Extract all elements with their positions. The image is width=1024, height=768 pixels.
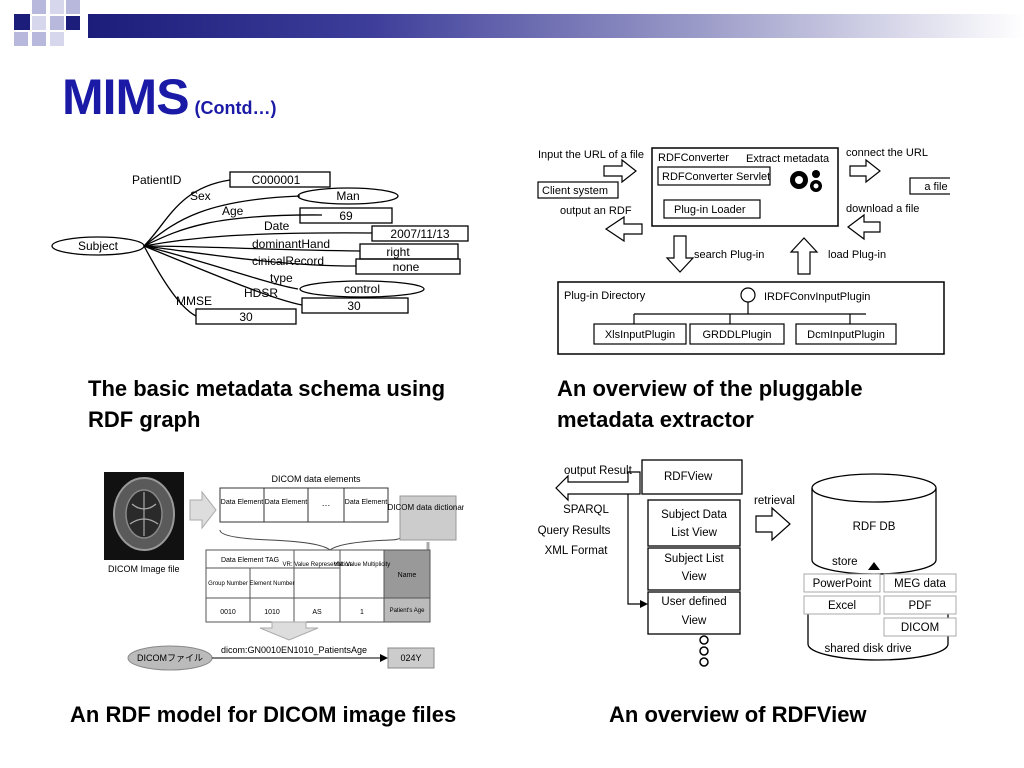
prop-hdsr: HDSR xyxy=(244,286,278,300)
dicom-result: 024Y xyxy=(400,653,421,663)
th-vr: VR: Value Representation xyxy=(283,562,352,568)
decorative-squares xyxy=(0,0,90,60)
plugin-grddl: GRDDLPlugin xyxy=(702,329,771,341)
subject-data-list-2: List View xyxy=(671,527,718,539)
format-meg: MEG data xyxy=(894,578,946,590)
a-file: a file xyxy=(924,181,947,193)
prop-clinicalrecord: cinicalRecord xyxy=(252,254,324,268)
value-dominanthand: right xyxy=(386,245,410,259)
cell-vr: AS xyxy=(312,609,322,616)
title-subtitle: (Contd…) xyxy=(194,98,277,118)
label-load-plugin: load Plug-in xyxy=(828,249,886,261)
subject-list-1: Subject List xyxy=(664,553,724,565)
cell-vm: 1 xyxy=(360,609,364,616)
header-gradient-bar xyxy=(88,14,1024,38)
figure-rdf-schema: Subject PatientID Sex Age Date dominantH… xyxy=(48,162,474,330)
caption-rdfview: An overview of RDFView xyxy=(609,702,867,727)
subject-list-2: View xyxy=(682,571,707,583)
caption-rdf-schema: The basic metadata schema using RDF grap… xyxy=(88,376,446,432)
cell-element: 1010 xyxy=(264,609,280,616)
user-defined-2: View xyxy=(682,615,707,627)
th-name: Name xyxy=(398,572,417,579)
extract-metadata: Extract metadata xyxy=(746,153,830,165)
label-input-url: Input the URL of a file xyxy=(538,149,644,161)
caption-dicom: An RDF model for DICOM image files xyxy=(70,702,457,727)
value-date: 2007/11/13 xyxy=(390,227,449,241)
cell-name: Patient's Age xyxy=(390,608,426,614)
value-patientid: C000001 xyxy=(252,173,301,187)
label-connect: connect the URL xyxy=(846,147,928,159)
figure-dicom: DICOM Image file DICOM data elements Dat… xyxy=(104,470,464,682)
gear-icon xyxy=(790,170,822,192)
format-powerpoint: PowerPoint xyxy=(813,578,873,590)
label-retrieval: retrieval xyxy=(754,495,795,507)
dicom-file-node: DICOMファイル xyxy=(137,653,203,663)
dicom-dictionary: DICOM data dictionary xyxy=(388,503,464,512)
caption-extractor: An overview of the pluggable metadata ex… xyxy=(557,376,863,432)
prop-mmse: MMSE xyxy=(176,294,212,308)
format-excel: Excel xyxy=(828,600,856,612)
data-element-3: Data Element xyxy=(345,499,387,506)
dicom-image-label: DICOM Image file xyxy=(108,564,180,574)
plugin-loader: Plug-in Loader xyxy=(674,204,746,216)
user-defined-1: User defined xyxy=(661,596,726,608)
cell-group: 0010 xyxy=(220,609,236,616)
label-output-result: output Result xyxy=(564,465,633,477)
value-age: 69 xyxy=(339,209,353,223)
shared-disk-drive: shared disk drive xyxy=(825,643,912,655)
value-type: control xyxy=(344,282,380,296)
interface-name: IRDFConvInputPlugin xyxy=(764,291,870,303)
prop-type: type xyxy=(270,271,293,285)
value-mmse: 30 xyxy=(239,310,253,324)
figure-extractor: Input the URL of a file Client system ou… xyxy=(534,144,950,358)
plugin-dcm: DcmInputPlugin xyxy=(807,329,885,341)
th-element-number: Element Number xyxy=(249,581,294,587)
data-element-ellipsis: … xyxy=(322,498,331,508)
rdf-db: RDF DB xyxy=(853,521,896,533)
format-pdf: PDF xyxy=(909,600,932,612)
value-clinicalrecord: none xyxy=(393,260,420,274)
th-group: Group Number xyxy=(208,581,248,587)
th-tag: Data Element TAG xyxy=(221,557,279,564)
plugin-xls: XlsInputPlugin xyxy=(605,329,675,341)
label-output-rdf: output an RDF xyxy=(560,205,632,217)
rdfconverter: RDFConverter xyxy=(658,152,729,164)
label-query-results: Query Results xyxy=(538,525,611,537)
graph-subject: Subject xyxy=(78,239,119,253)
prop-age: Age xyxy=(222,204,244,218)
prop-date: Date xyxy=(264,219,290,233)
data-element-1: Data Element xyxy=(221,499,263,506)
figure-rdfview: output Result SPARQL Query Results XML F… xyxy=(534,458,964,676)
title-main: MIMS xyxy=(62,69,190,125)
label-sparql: SPARQL xyxy=(563,504,609,516)
rdfview-box: RDFView xyxy=(664,471,713,483)
label-store: store xyxy=(832,556,858,568)
slide-title: MIMS(Contd…) xyxy=(62,68,277,126)
th-vm: VM: Value Multiplicity xyxy=(334,562,391,568)
value-hdsr: 30 xyxy=(347,299,361,313)
label-download: download a file xyxy=(846,203,919,215)
data-element-2: Data Element xyxy=(265,499,307,506)
dicom-predicate: dicom:GN0010EN1010_PatientsAge xyxy=(221,645,367,655)
label-xml-format: XML Format xyxy=(545,545,609,557)
subject-data-list-1: Subject Data xyxy=(661,509,727,521)
dicom-elements-title: DICOM data elements xyxy=(271,474,361,484)
plugin-directory: Plug-in Directory xyxy=(564,290,646,302)
rdfconverter-servlet: RDFConverter Servlet xyxy=(662,171,770,183)
prop-dominanthand: dominantHand xyxy=(252,237,330,251)
label-search-plugin: search Plug-in xyxy=(694,249,764,261)
client-system: Client system xyxy=(542,185,608,197)
value-sex: Man xyxy=(336,189,359,203)
prop-sex: Sex xyxy=(190,189,211,203)
prop-patientid: PatientID xyxy=(132,173,182,187)
format-dicom: DICOM xyxy=(901,622,939,634)
